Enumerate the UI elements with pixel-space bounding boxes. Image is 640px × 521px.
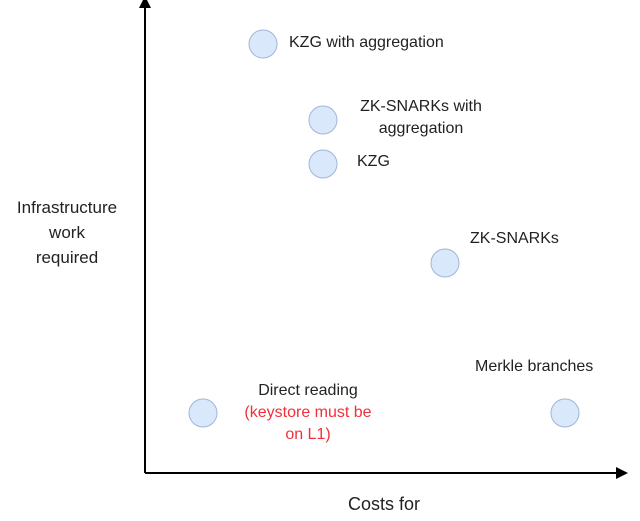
label-zksnarks: ZK-SNARKs <box>470 230 559 247</box>
label-line: aggregation <box>378 120 464 137</box>
node-direct-reading <box>188 398 218 428</box>
label-zksnarks-aggregation: ZK-SNARKs with aggregation <box>360 96 482 140</box>
x-axis-label: Costs for <box>347 494 421 514</box>
y-axis-arrow-icon <box>139 0 151 8</box>
note-line: (keystore must be <box>244 404 372 421</box>
y-axis-label: Infrastructure work required <box>17 195 117 270</box>
label-merkle-branches: Merkle branches <box>475 358 594 375</box>
y-label-line: required <box>35 248 99 267</box>
node-kzg-aggregation <box>248 29 278 59</box>
x-axis-arrow-icon <box>616 467 628 479</box>
label-line: ZK-SNARKs with <box>360 98 482 115</box>
note-line: on L1) <box>285 426 331 443</box>
node-merkle-branches <box>550 398 580 428</box>
label-line: Direct reading <box>258 382 358 399</box>
label-kzg: KZG <box>357 153 390 170</box>
node-zksnarks <box>430 248 460 278</box>
y-label-line: Infrastructure <box>16 198 118 217</box>
label-kzg-aggregation: KZG with aggregation <box>289 34 444 51</box>
y-label-line: work <box>49 223 85 242</box>
node-zksnarks-aggregation <box>308 105 338 135</box>
node-kzg <box>308 149 338 179</box>
label-direct-reading: Direct reading (keystore must be on L1) <box>244 380 371 446</box>
